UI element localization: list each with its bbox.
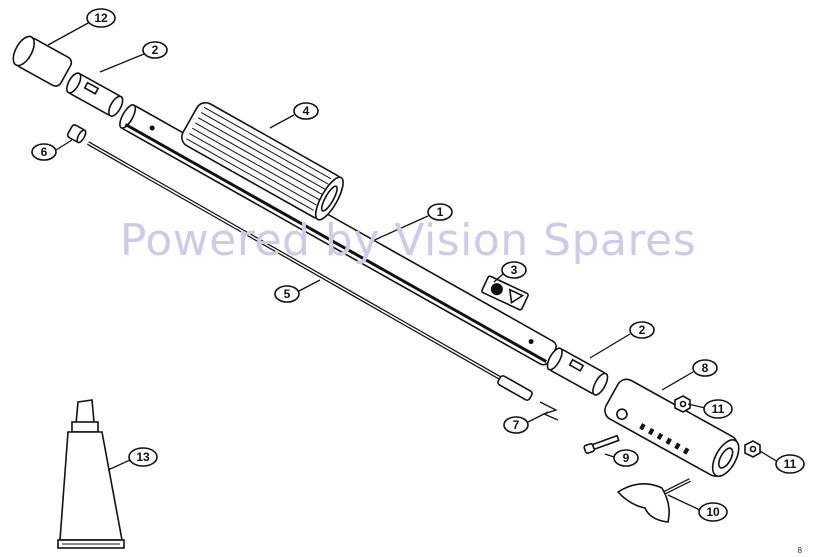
drive-shaft[interactable]: [87, 141, 533, 401]
callout-7[interactable]: 7: [503, 416, 529, 434]
callout-2-bottom[interactable]: 2: [629, 321, 655, 339]
bushing-top[interactable]: [64, 71, 125, 118]
svg-text:2: 2: [152, 43, 159, 57]
spring-clip[interactable]: [539, 401, 559, 421]
bushing-bottom[interactable]: [545, 346, 611, 397]
sleeve[interactable]: [9, 33, 73, 88]
svg-text:10: 10: [706, 505, 720, 519]
callout-10[interactable]: 10: [698, 502, 728, 522]
svg-text:12: 12: [94, 11, 108, 25]
callout-12[interactable]: 12: [86, 8, 116, 28]
callout-13[interactable]: 13: [128, 447, 158, 467]
svg-text:5: 5: [284, 287, 291, 301]
grip[interactable]: [178, 99, 348, 223]
svg-text:8: 8: [702, 361, 709, 375]
callout-2-top[interactable]: 2: [142, 41, 168, 59]
svg-text:9: 9: [623, 451, 630, 465]
callout-11-lower[interactable]: 11: [775, 454, 805, 474]
svg-text:13: 13: [136, 450, 150, 464]
corner-mark: 8: [797, 546, 802, 555]
callout-6[interactable]: 6: [31, 143, 57, 161]
svg-text:2: 2: [639, 323, 646, 337]
nut-upper[interactable]: [674, 395, 691, 413]
svg-text:11: 11: [784, 457, 797, 471]
callout-8[interactable]: 8: [692, 359, 718, 377]
warning-label[interactable]: [481, 275, 529, 311]
callout-11-upper[interactable]: 11: [703, 399, 733, 419]
svg-text:4: 4: [303, 104, 310, 118]
svg-text:3: 3: [511, 263, 518, 277]
callout-4[interactable]: 4: [293, 102, 319, 120]
svg-text:1: 1: [437, 205, 444, 219]
callout-9[interactable]: 9: [613, 449, 639, 467]
grease-tube[interactable]: [57, 399, 125, 549]
screw[interactable]: [583, 434, 620, 454]
callout-1[interactable]: 1: [427, 203, 453, 221]
svg-text:11: 11: [712, 402, 725, 416]
svg-text:7: 7: [513, 418, 520, 432]
callout-3[interactable]: 3: [501, 261, 527, 279]
svg-text:6: 6: [41, 145, 48, 159]
leader-lines: [47, 21, 779, 511]
nut-lower[interactable]: [744, 440, 761, 458]
callout-5[interactable]: 5: [274, 285, 300, 303]
collar[interactable]: [66, 124, 88, 144]
wing-screw[interactable]: [616, 478, 691, 523]
